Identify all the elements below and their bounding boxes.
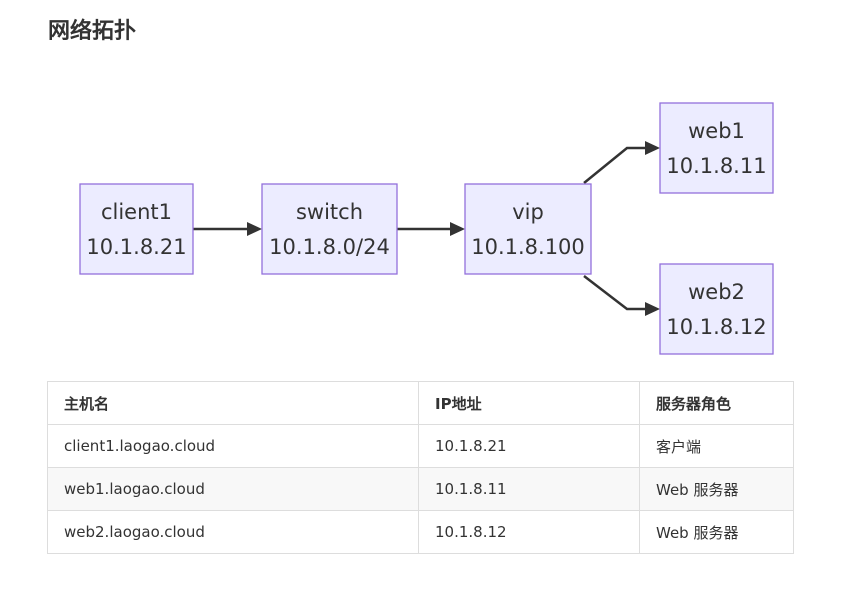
diagram-edges — [193, 141, 660, 316]
node-name: web2 — [688, 280, 745, 304]
node-web2: web2 10.1.8.12 — [659, 263, 774, 355]
table-row: client1.laogao.cloud 10.1.8.21 客户端 — [47, 424, 794, 468]
cell-server-role: Web 服务器 — [639, 467, 794, 511]
node-client1: client1 10.1.8.21 — [79, 183, 194, 275]
node-switch: switch 10.1.8.0/24 — [261, 183, 398, 275]
table-row: web2.laogao.cloud 10.1.8.12 Web 服务器 — [47, 510, 794, 554]
node-name: vip — [512, 200, 544, 224]
arrowhead-switch — [247, 222, 262, 236]
edge-vip-web2 — [583, 275, 647, 311]
node-name: client1 — [101, 200, 172, 224]
host-table: 主机名 IP地址 服务器角色 client1.laogao.cloud 10.1… — [47, 381, 794, 554]
cell-hostname: web1.laogao.cloud — [47, 467, 419, 511]
node-name: web1 — [688, 119, 745, 143]
node-web1: web1 10.1.8.11 — [659, 102, 774, 194]
node-ip: 10.1.8.100 — [471, 235, 585, 259]
table-header-row: 主机名 IP地址 服务器角色 — [47, 381, 794, 425]
cell-ip-address: 10.1.8.12 — [418, 510, 640, 554]
header-ip-address: IP地址 — [418, 381, 640, 425]
table-row: web1.laogao.cloud 10.1.8.11 Web 服务器 — [47, 467, 794, 511]
cell-server-role: 客户端 — [639, 424, 794, 468]
arrowhead-vip — [450, 222, 465, 236]
header-hostname: 主机名 — [47, 381, 419, 425]
cell-ip-address: 10.1.8.11 — [418, 467, 640, 511]
edge-vip-web1 — [583, 146, 647, 184]
cell-ip-address: 10.1.8.21 — [418, 424, 640, 468]
node-ip: 10.1.8.21 — [86, 235, 186, 259]
node-ip: 10.1.8.12 — [666, 315, 766, 339]
node-ip: 10.1.8.0/24 — [269, 235, 390, 259]
node-vip: vip 10.1.8.100 — [464, 183, 592, 275]
node-name: switch — [296, 200, 363, 224]
network-topology-diagram: client1 10.1.8.21 switch 10.1.8.0/24 vip… — [79, 102, 774, 355]
cell-hostname: web2.laogao.cloud — [47, 510, 419, 554]
arrowhead-web2 — [645, 302, 660, 316]
arrowhead-web1 — [645, 141, 660, 155]
header-server-role: 服务器角色 — [639, 381, 794, 425]
cell-hostname: client1.laogao.cloud — [47, 424, 419, 468]
node-ip: 10.1.8.11 — [666, 154, 766, 178]
cell-server-role: Web 服务器 — [639, 510, 794, 554]
page-title: 网络拓扑 — [48, 19, 137, 44]
